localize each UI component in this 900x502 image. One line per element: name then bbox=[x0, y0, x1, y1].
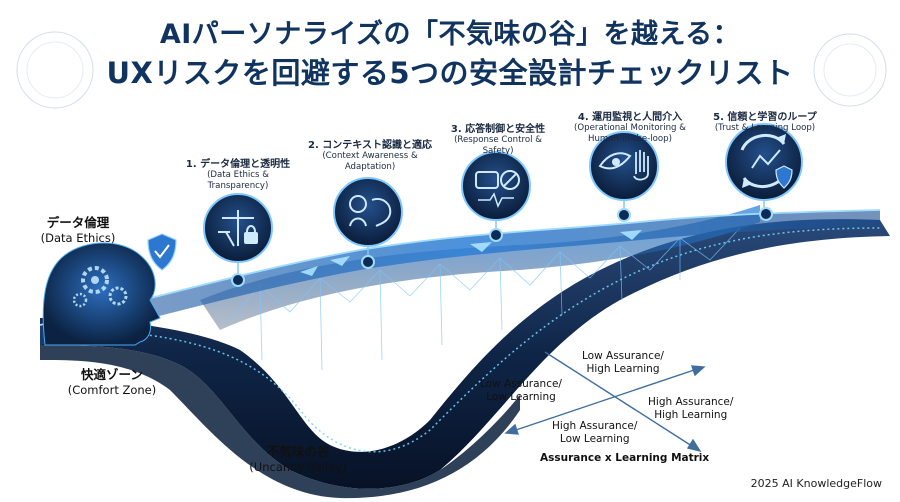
step-3-sub-2: Safety) bbox=[482, 146, 514, 156]
deck-edge bbox=[39, 209, 881, 326]
step-2-medallion bbox=[333, 177, 403, 269]
matrix-low-assurance-low-learning: Low Assurance/ Low Learning bbox=[480, 378, 562, 404]
step-4-sub-1: (Operational Monitoring & bbox=[574, 123, 686, 133]
uncanny-valley-sub: (Uncanny Valley) bbox=[249, 460, 347, 474]
step-4-label: 4. 運用監視と人間介入 (Operational Monitoring & H… bbox=[560, 108, 700, 145]
step-3-label: 3. 応答制御と安全性 (Response Control & Safety) bbox=[440, 120, 556, 157]
step-5-label: 5. 信頼と学習のループ (Trust & Learning Loop) bbox=[700, 108, 830, 134]
matrix-label-line: Low Assurance/ bbox=[582, 350, 664, 362]
matrix-label-line: Low Learning bbox=[559, 433, 630, 445]
title-line-2: UXリスクを回避する5つの安全設計チェックリスト bbox=[106, 56, 794, 90]
shield-check-icon bbox=[147, 233, 177, 271]
comfort-zone-title: 快適ゾーン bbox=[81, 367, 143, 382]
step-1-medallion bbox=[203, 193, 273, 287]
step-3-medallion bbox=[461, 151, 531, 242]
step-5-medallion bbox=[725, 123, 803, 221]
step-5-title: 5. 信頼と学習のループ bbox=[713, 112, 817, 123]
step-1-label: 1. データ倫理と透明性 (Data Ethics & Transparency… bbox=[176, 155, 300, 192]
step-4-title: 4. 運用監視と人間介入 bbox=[577, 112, 683, 123]
step-4-sub-2: Human-in-the-loop) bbox=[588, 134, 672, 144]
matrix-title: Assurance x Learning Matrix bbox=[540, 452, 710, 464]
step-2-label: 2. コンテキスト認識と適応 (Context Awareness & Adap… bbox=[300, 136, 440, 173]
step-2-sub-1: (Context Awareness & bbox=[322, 151, 418, 161]
step-1-sub-2: Transparency) bbox=[207, 181, 269, 191]
matrix-label-line: High Assurance/ bbox=[552, 420, 638, 432]
step-1-title: 1. データ倫理と透明性 bbox=[185, 159, 291, 170]
copyright: 2025 AI KnowledgeFlow bbox=[750, 477, 882, 490]
head-silhouette bbox=[42, 242, 161, 346]
bridge-truss bbox=[229, 227, 741, 371]
matrix-label-line: High Assurance/ bbox=[648, 396, 734, 408]
uncanny-valley-title: 不気味の谷 bbox=[266, 444, 330, 459]
matrix-high-assurance-low-learning: High Assurance/ Low Learning bbox=[552, 420, 637, 446]
step-3-title: 3. 応答制御と安全性 bbox=[450, 124, 546, 135]
comfort-zone-label: 快適ゾーン (Comfort Zone) bbox=[56, 364, 168, 397]
data-ethics-sub: (Data Ethics) bbox=[40, 231, 116, 245]
valley-terrain bbox=[40, 219, 890, 489]
matrix-axes bbox=[504, 351, 706, 453]
step-5-sub-1: (Trust & Learning Loop) bbox=[714, 123, 816, 133]
step-4-medallion bbox=[589, 131, 659, 222]
valley-shadow bbox=[40, 345, 520, 499]
uncanny-valley-label: 不気味の谷 (Uncanny Valley) bbox=[236, 441, 360, 474]
matrix-label-line: Low Learning bbox=[486, 391, 556, 403]
bridge-deck bbox=[40, 210, 880, 345]
matrix-label-line: Low Assurance/ bbox=[480, 378, 562, 390]
matrix-label-line: High Learning bbox=[654, 409, 728, 421]
matrix-high-assurance-high-learning: High Assurance/ High Learning bbox=[648, 396, 733, 422]
title-line-1: AIパーソナライズの「不気味の谷」を越える： bbox=[159, 19, 741, 50]
decor-rings bbox=[16, 31, 887, 109]
step-2-sub-2: Adaptation) bbox=[344, 162, 396, 172]
step-1-sub-1: (Data Ethics & bbox=[207, 170, 269, 180]
comfort-zone-sub: (Comfort Zone) bbox=[67, 383, 157, 397]
matrix-label-line: High Learning bbox=[586, 363, 660, 375]
step-3-sub-1: (Response Control & bbox=[454, 135, 542, 145]
data-ethics-title: データ倫理 bbox=[46, 215, 110, 230]
data-ethics-label: データ倫理 (Data Ethics) bbox=[30, 212, 126, 245]
glow-path bbox=[59, 227, 881, 453]
step-2-title: 2. コンテキスト認識と適応 bbox=[308, 140, 432, 151]
matrix-low-assurance-high-learning: Low Assurance/ High Learning bbox=[582, 350, 664, 376]
gears-icon bbox=[72, 266, 128, 308]
deck-arrows bbox=[300, 230, 642, 276]
